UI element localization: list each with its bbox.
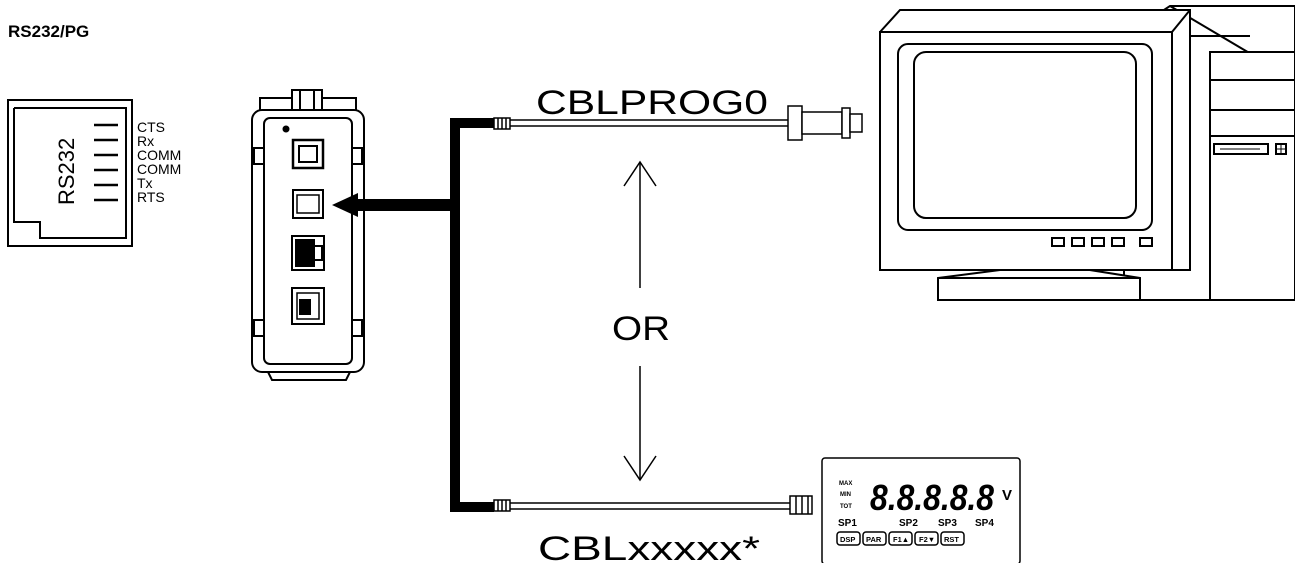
or-arrow	[623, 160, 657, 482]
pin-label-comm-1: COMM	[137, 147, 182, 163]
cable-bus	[332, 118, 494, 512]
programming-cable	[493, 105, 863, 141]
or-label: OR	[612, 310, 670, 348]
cable-label-bottom: CBLxxxxx*	[538, 530, 760, 563]
meter-button-par: PAR	[866, 535, 882, 544]
meter-setpoint-1: SP1	[838, 518, 857, 529]
pin-label-rts: RTS	[137, 189, 165, 205]
meter-indicator-max: MAX	[839, 481, 852, 487]
meter-button-f1: F1▲	[893, 535, 909, 544]
meter-unit: V	[1002, 487, 1012, 504]
pin-label-rx: Rx	[137, 133, 155, 149]
meter-button-f2: F2▼	[919, 535, 935, 544]
jack-label: RS232	[54, 138, 79, 205]
meter-button-dsp: DSP	[840, 535, 855, 544]
meter-button-rst: RST	[944, 535, 959, 544]
meter-digits: 8.8.8.8.8	[870, 477, 994, 518]
cable-label-top: CBLPROG0	[536, 84, 768, 122]
meter-indicator-tot: TOT	[840, 504, 852, 510]
panel-meter: MAX MIN TOT 8.8.8.8.8 V SP1 SP2 SP3 SP4 …	[821, 457, 1021, 563]
meter-setpoint-2: SP2	[899, 518, 918, 529]
pin-label-comm-2: COMM	[137, 161, 182, 177]
rs232-jack-diagram	[7, 99, 133, 247]
section-title: RS232/PG	[8, 22, 90, 41]
meter-cable	[493, 495, 813, 515]
pin-label-tx: Tx	[137, 175, 153, 191]
computer-illustration	[879, 5, 1295, 301]
meter-indicator-min: MIN	[840, 492, 851, 498]
pin-label-cts: CTS	[137, 119, 165, 135]
meter-setpoint-4: SP4	[975, 518, 994, 529]
meter-setpoint-3: SP3	[938, 518, 957, 529]
module-device	[251, 89, 365, 381]
